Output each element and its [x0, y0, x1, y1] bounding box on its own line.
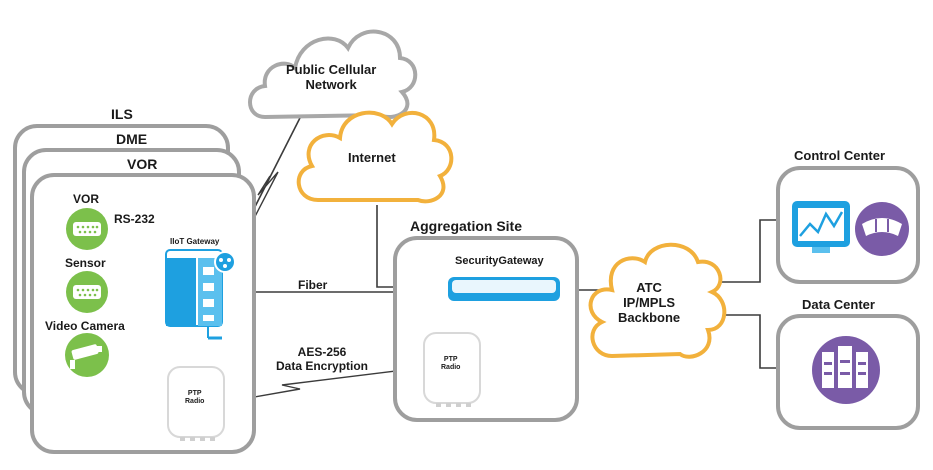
fiber-label: Fiber [298, 278, 328, 292]
iiot-gateway-device [165, 249, 236, 340]
ptp-radio-left-label: PTP Radio [185, 390, 205, 406]
wireless-link [225, 367, 421, 403]
sensor-device-icon [66, 271, 108, 313]
control-center-label: Control Center [794, 148, 885, 163]
dme-label: DME [116, 131, 148, 147]
data-center-label: Data Center [802, 297, 875, 312]
ptp-radio-right-device [423, 332, 481, 407]
atc-backbone-cloud [588, 242, 727, 359]
security-gateway-label: SecurityGateway [455, 255, 544, 267]
ptp-radio-left-device [167, 366, 225, 441]
video-camera-label: Video Camera [45, 319, 125, 333]
security-gateway-device [448, 277, 560, 301]
vor-device-label: VOR [73, 192, 100, 206]
aggregation-site-label: Aggregation Site [410, 218, 523, 234]
internet-cloud [296, 110, 454, 204]
monitor-icon [788, 191, 856, 259]
backbone-to-control-link [708, 219, 780, 283]
video-camera-icon [65, 333, 109, 377]
ptp-radio-right-label: PTP Radio [441, 356, 461, 372]
atc-backbone-label: ATC IP/MPLS Backbone [618, 280, 681, 325]
backbone-to-datacenter-link [710, 314, 780, 369]
wireless-badge-icon [214, 251, 236, 273]
server-rack-icon [812, 336, 880, 404]
vor-site-label: VOR [127, 156, 158, 172]
aes-encryption-label: AES-256 Data Encryption [276, 345, 369, 373]
internet-label: Internet [348, 150, 396, 165]
public-cellular-label: Public Cellular Network [286, 62, 377, 92]
iiot-gateway-label: IIoT Gateway [170, 237, 220, 246]
sensor-label: Sensor [65, 256, 106, 270]
vor-device-icon [66, 208, 108, 250]
ils-label: ILS [111, 106, 133, 122]
rs232-label: RS-232 [114, 212, 155, 226]
wireless-lightning [247, 171, 279, 231]
public-cellular-cloud [248, 29, 418, 120]
operator-console-icon [855, 202, 909, 256]
